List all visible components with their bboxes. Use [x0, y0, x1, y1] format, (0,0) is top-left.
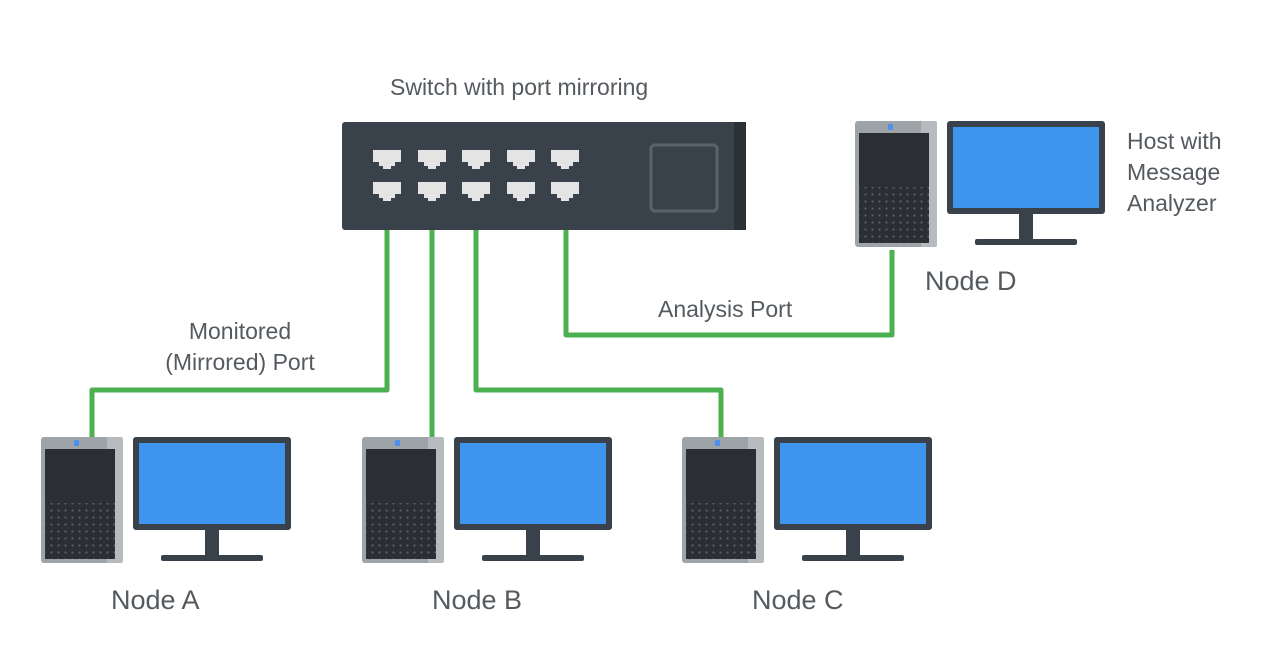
desktop-computer-icon: [682, 437, 932, 563]
cable-node-c: [473, 203, 724, 440]
cable-node-d: [563, 203, 895, 338]
analysis-port-label: Analysis Port: [658, 296, 793, 322]
cable-node-a: [89, 203, 390, 440]
cables: [89, 203, 895, 440]
desktop-computer-icon: [362, 437, 612, 563]
node-a-label: Node A: [111, 585, 200, 615]
host-label: Host with Message Analyzer: [1127, 128, 1222, 216]
node-b-label: Node B: [432, 585, 523, 615]
switch-label: Switch with port mirroring: [390, 74, 649, 100]
network-switch-icon: [342, 122, 746, 230]
desktop-computer-icon: [855, 121, 1105, 247]
desktop-computer-icon: [41, 437, 291, 563]
monitored-port-label: Monitored (Mirrored) Port: [165, 318, 315, 375]
node-d-label: Node D: [925, 266, 1017, 296]
node-c-label: Node C: [752, 585, 844, 615]
